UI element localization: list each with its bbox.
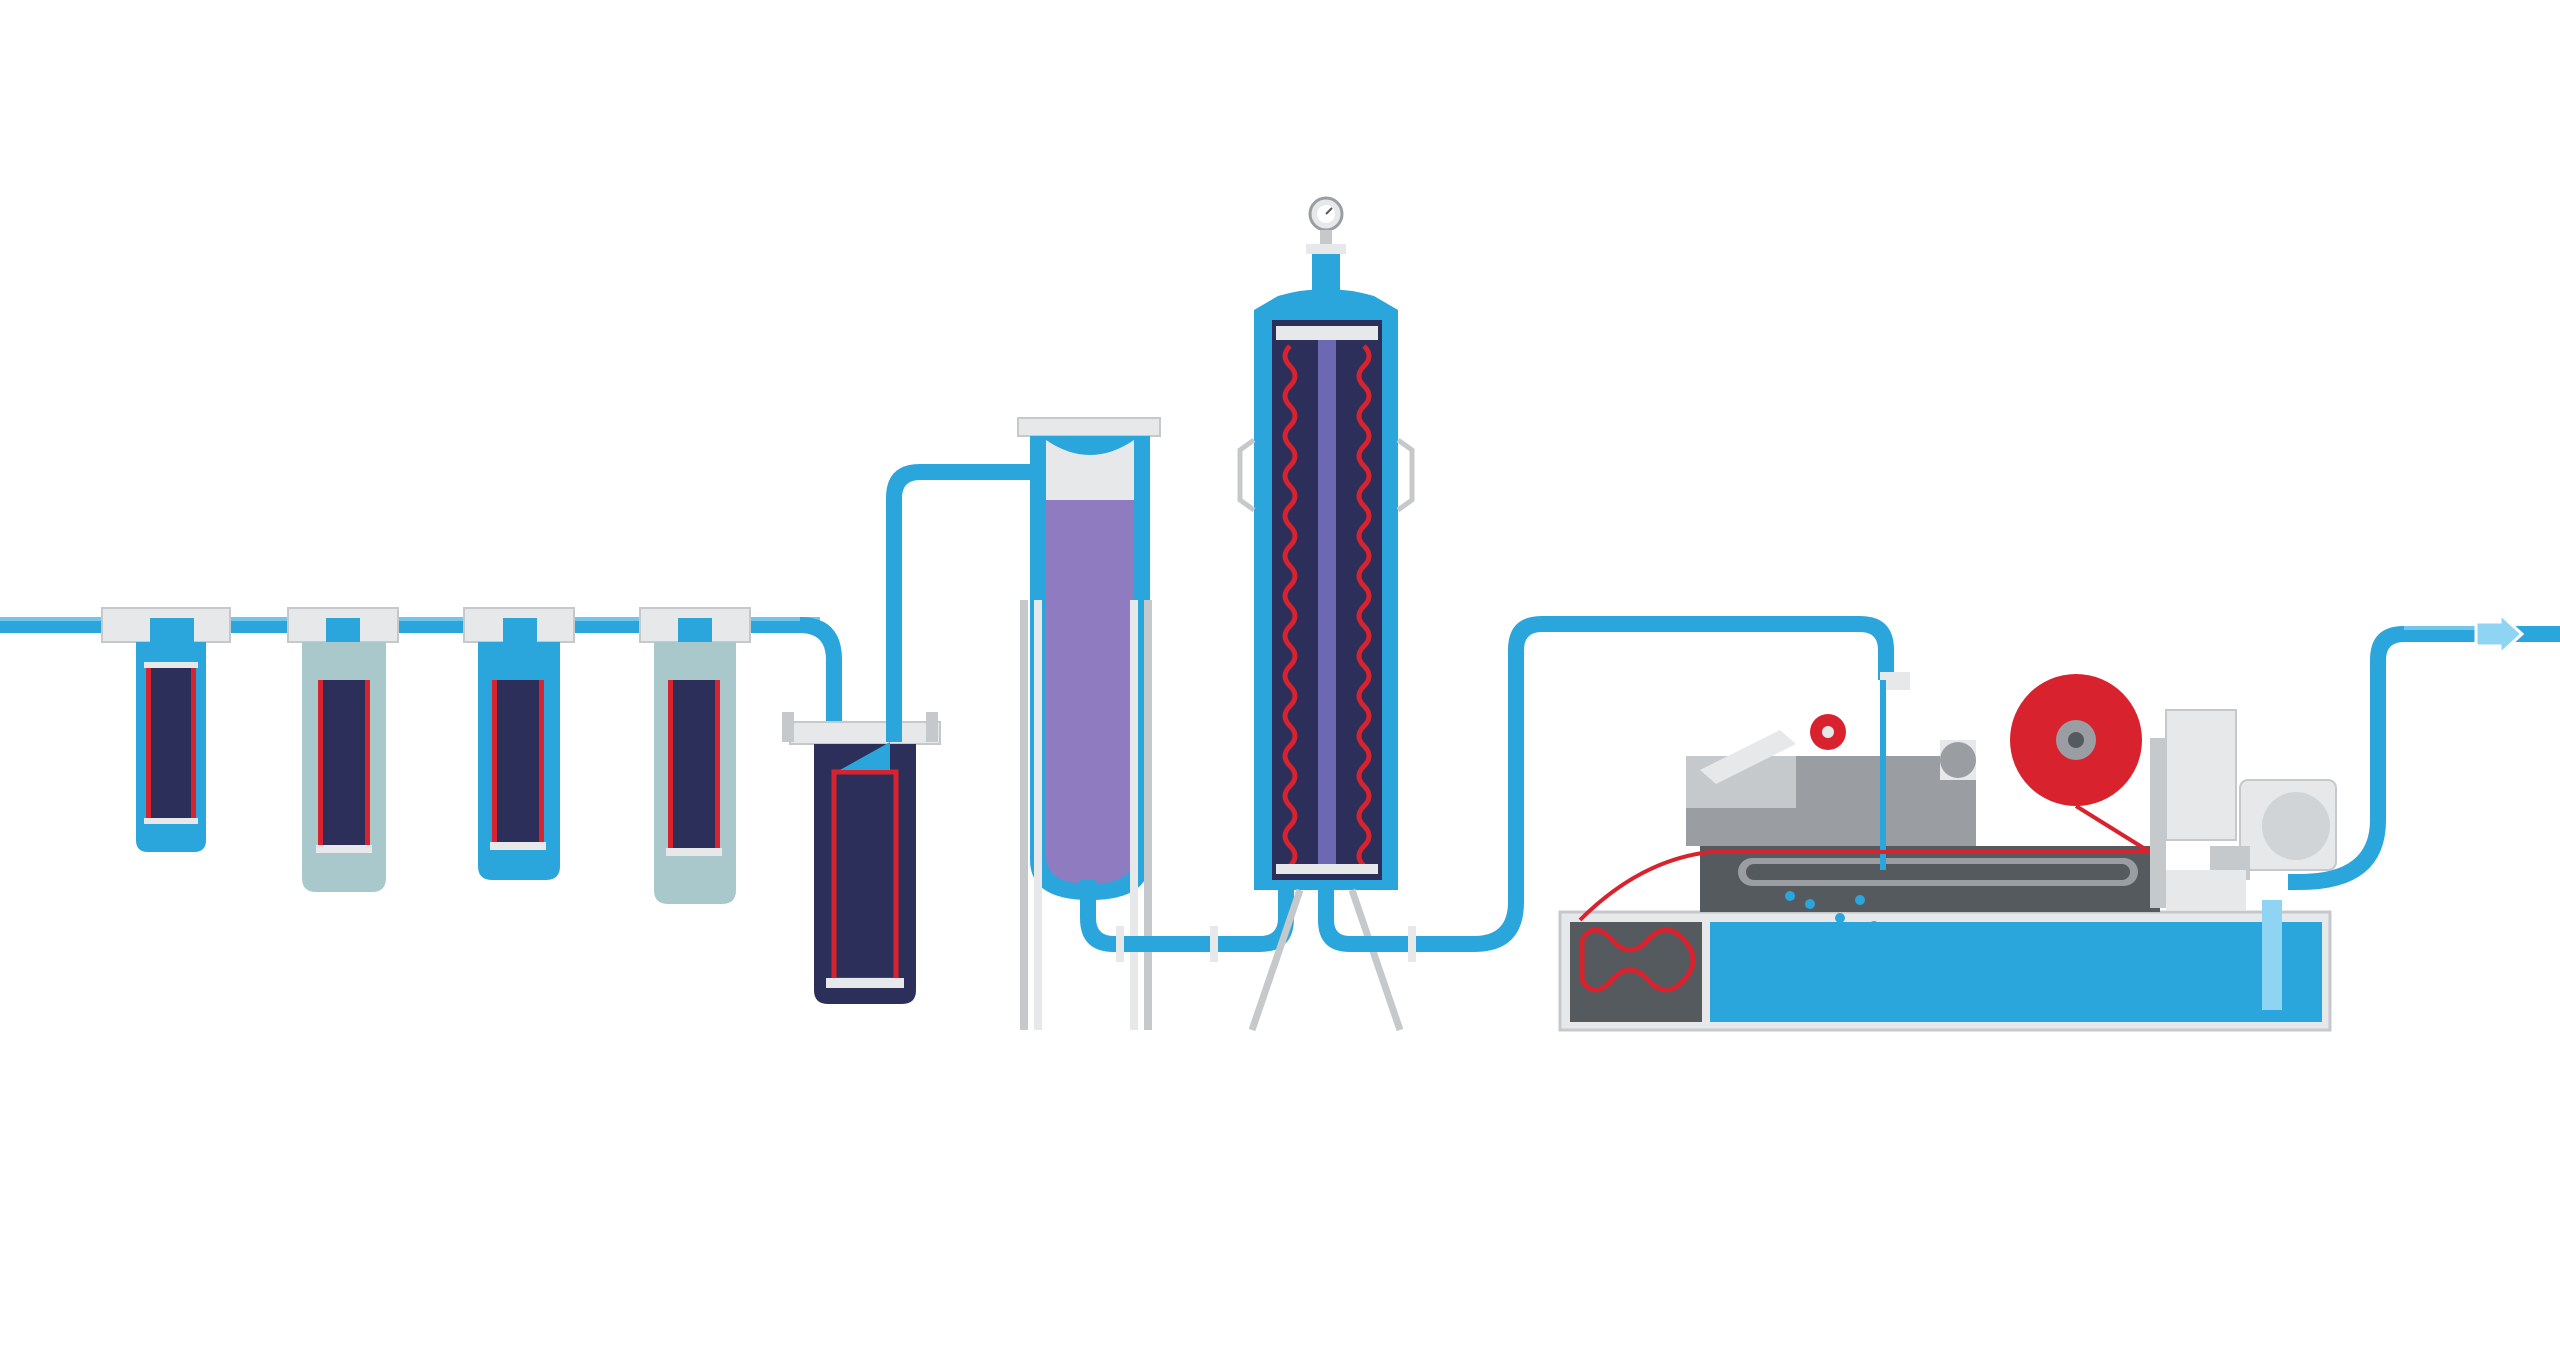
cartridge-filter-4 bbox=[639, 607, 751, 904]
water-droplets bbox=[1785, 891, 1879, 945]
pressure-vessel bbox=[1017, 417, 1161, 1030]
cartridge-filter-1 bbox=[101, 607, 231, 852]
bag-filter-housing bbox=[782, 712, 941, 1004]
heat-exchanger-column bbox=[1237, 196, 1415, 1032]
cartridge-filter-3 bbox=[463, 607, 575, 880]
belt-filter-machine bbox=[1558, 674, 2337, 1032]
riser-pipe bbox=[886, 464, 1040, 742]
pressure-gauge-icon bbox=[1306, 196, 1346, 254]
arrow-right-icon bbox=[2474, 610, 2525, 658]
cartridge-filter-2 bbox=[287, 607, 399, 892]
transfer-pipe bbox=[1318, 616, 1910, 962]
outlet-pipe bbox=[2272, 610, 2560, 890]
